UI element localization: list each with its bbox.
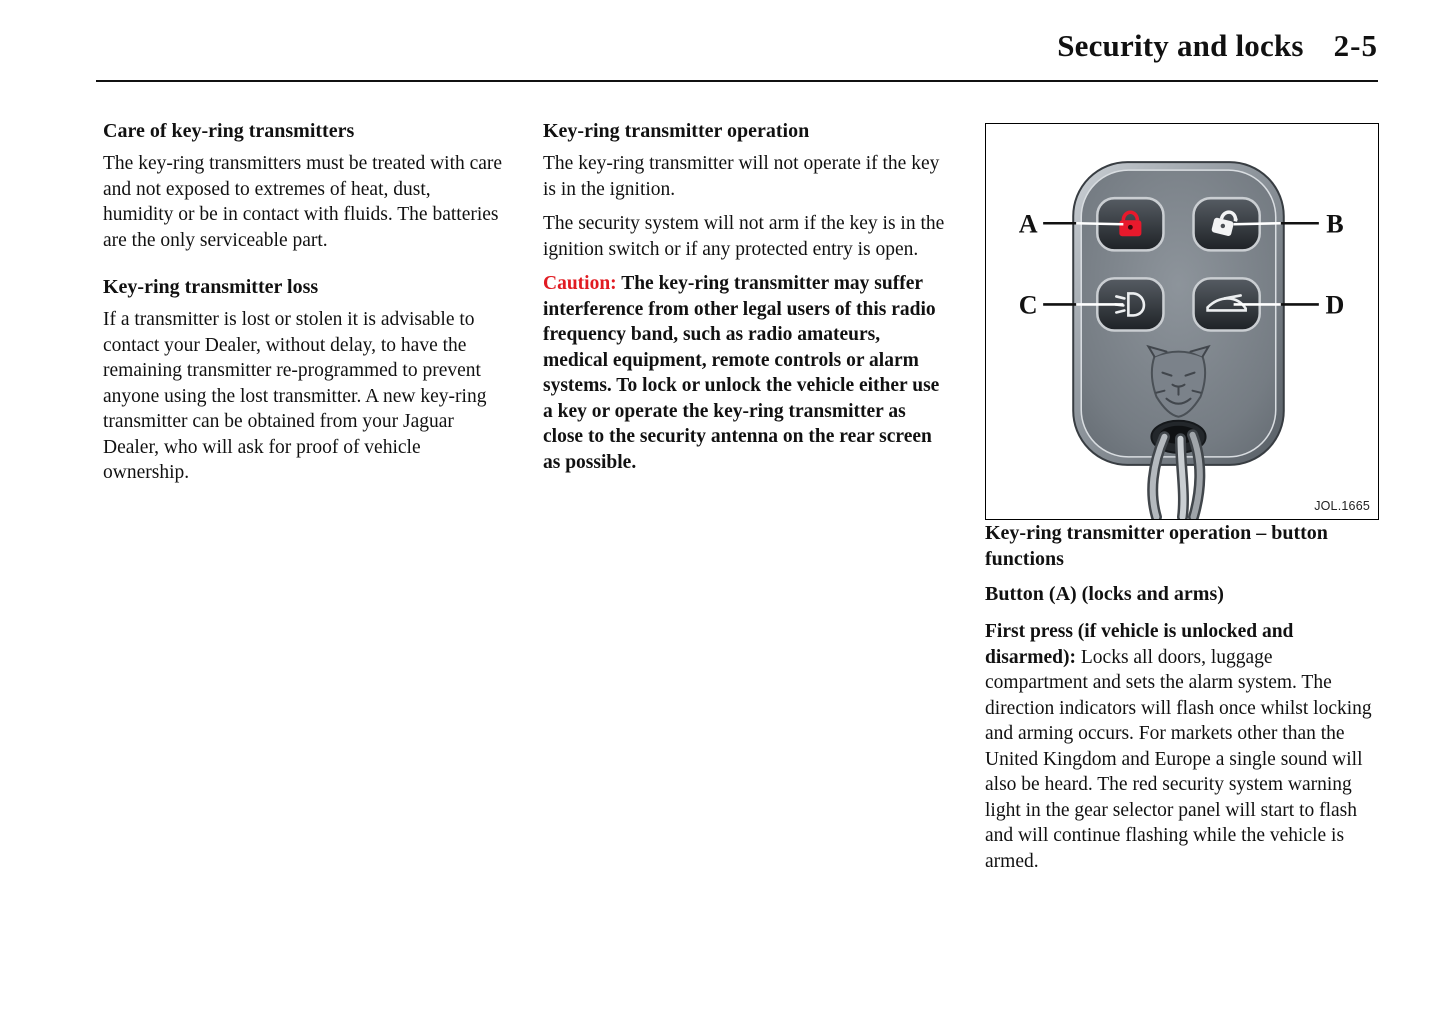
caution-text: The key-ring transmitter may suffer inte…: [543, 273, 940, 473]
label-a: A: [1019, 209, 1038, 238]
section-heading: Care of key-ring transmitters: [103, 120, 355, 142]
caution-label: Caution:: [543, 273, 617, 295]
page-title: Security and locks: [1057, 28, 1304, 63]
lock-open-icon: [1211, 210, 1238, 236]
column-figure: A B C D JOL.1665 Key-ring transmitter op…: [985, 118, 1379, 875]
section-body: The key-ring transmitter will not operat…: [543, 153, 940, 200]
label-b: B: [1326, 209, 1343, 238]
section-care-of-transmitters: Care of key-ring transmitters The key-ri…: [103, 118, 503, 253]
callout-letters: A B C D: [1019, 209, 1345, 319]
page-number: 2-5: [1333, 28, 1378, 63]
caution-paragraph: Caution: The key-ring transmitter may su…: [543, 271, 945, 475]
car-boot-icon: [1206, 294, 1247, 312]
figure-caption: Key-ring transmitter operation – button …: [985, 522, 1328, 570]
callout-lines: [1043, 221, 1319, 306]
section-heading: Key-ring transmitter loss: [103, 276, 319, 299]
section-transmitter-operation: Key-ring transmitter operation The key-r…: [543, 118, 945, 475]
section-transmitter-loss: Key-ring transmitter loss If a transmitt…: [103, 274, 503, 486]
key-fob-figure: A B C D JOL.1665: [985, 123, 1379, 520]
key-rings: [1147, 429, 1206, 519]
section-heading: Key-ring transmitter operation: [543, 120, 810, 142]
button-a-description: First press (if vehicle is unlocked and …: [985, 619, 1379, 874]
section-body: The key-ring transmitters must be treate…: [103, 153, 503, 251]
column-operation: Key-ring transmitter operation The key-r…: [543, 118, 945, 475]
first-press-body: Locks all doors, luggage compartment and…: [985, 646, 1372, 872]
label-d: D: [1325, 290, 1344, 319]
jaguar-logo: [1146, 344, 1211, 418]
section-body: If a transmitter is lost or stolen it is…: [103, 309, 487, 484]
label-c: C: [1019, 290, 1038, 319]
column-care: Care of key-ring transmitters The key-ri…: [103, 118, 503, 486]
key-fob-illustration: A B C D: [1019, 161, 1345, 519]
lock-closed-icon: [1119, 210, 1142, 237]
page-header: Security and locks 2-5: [1057, 28, 1378, 64]
section-body: The security system will not arm if the …: [543, 213, 945, 260]
header-rule: [96, 80, 1378, 82]
figure-id: JOL.1665: [1314, 498, 1370, 513]
first-press-lead: First press (if vehicle is unlocked and …: [985, 621, 1294, 668]
button-a-heading: Button (A) (locks and arms): [985, 583, 1224, 605]
